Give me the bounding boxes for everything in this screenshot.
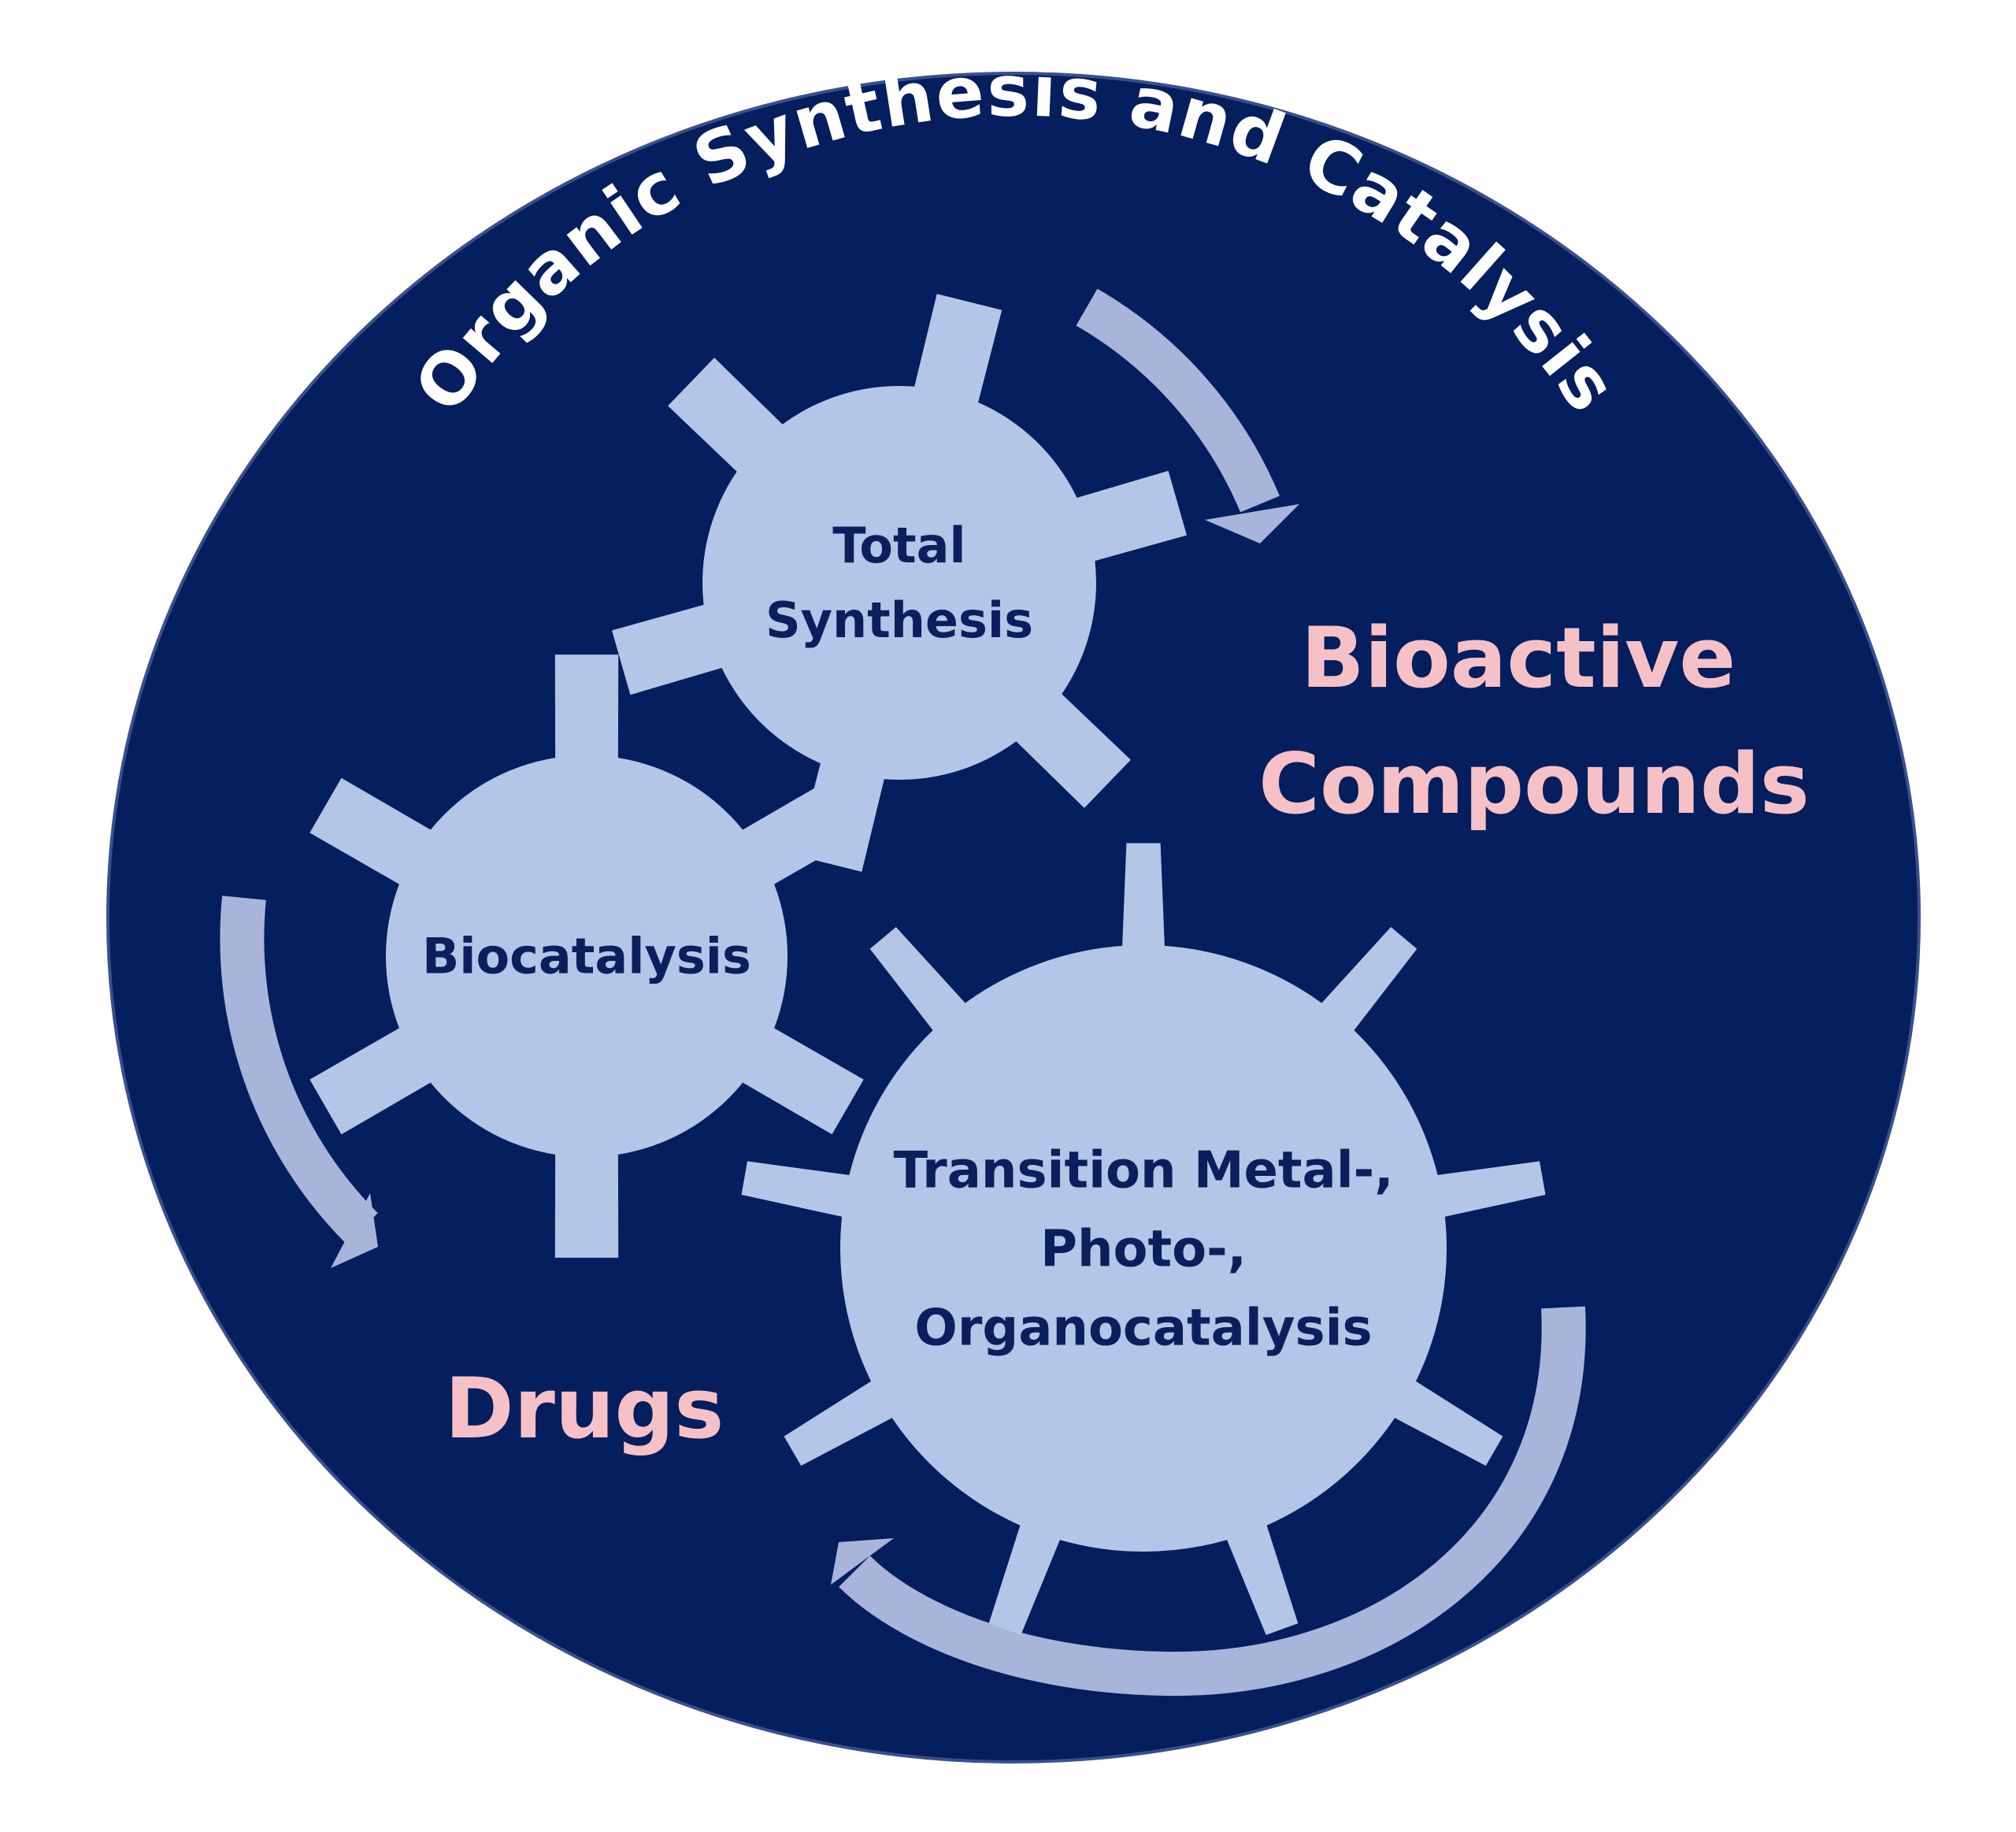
arrow-top-right	[1076, 288, 1299, 543]
outcome-bioactive-line-1: Bioactive	[1301, 610, 1736, 706]
gear-label-transition-metal-line-3: Organocatalysis	[914, 1299, 1372, 1357]
gear-label-biocatalysis-line-1: Biocatalysis	[422, 928, 751, 985]
gear-biocatalysis: Biocatalysis	[309, 655, 864, 1258]
gear-label-transition-metal-line-2: Photo-,	[1040, 1220, 1247, 1278]
arrow-left	[220, 896, 378, 1268]
gear-icon	[612, 294, 1187, 872]
main-circle	[106, 72, 1921, 1763]
gear-icon	[309, 655, 864, 1258]
outcome-drugs: Drugs	[445, 1360, 724, 1457]
gear-transition-metal: Transition Metal-, Photo-, Organocatalysis	[741, 843, 1546, 1635]
gear-label-total-synthesis-line-1: Total	[832, 517, 965, 574]
gear-label-transition-metal-line-1: Transition Metal-,	[894, 1141, 1394, 1200]
outcome-bioactive-line-2: Compounds	[1258, 736, 1810, 833]
gear-label-total-synthesis-line-2: Synthesis	[765, 592, 1033, 649]
arrow-bottom-right	[831, 1306, 1586, 1697]
gear-icon	[741, 843, 1546, 1635]
